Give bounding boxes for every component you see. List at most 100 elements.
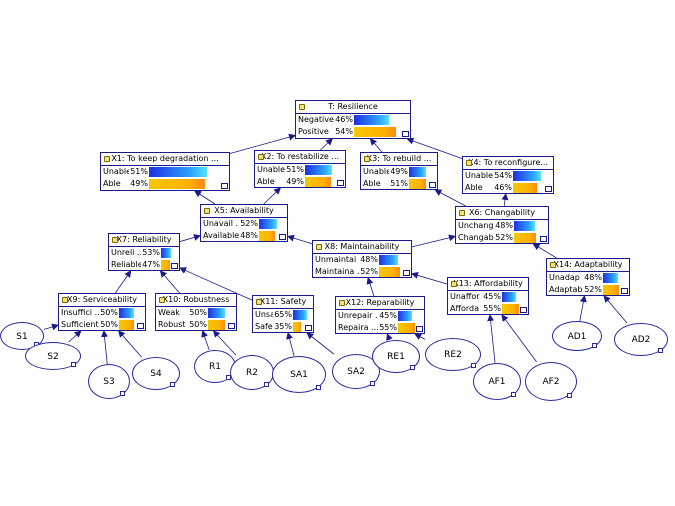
edge-x2-to-t <box>320 138 333 151</box>
state-probability-bar <box>502 292 516 302</box>
leaf-node-ad1[interactable]: AD1 <box>552 321 602 351</box>
leaf-node-label: S2 <box>47 352 59 362</box>
state-percent: 50% <box>100 320 118 329</box>
state-probability-bar <box>409 167 426 177</box>
state-label: Positive <box>298 128 329 136</box>
state-label: Able <box>103 180 121 188</box>
leaf-expand-icon[interactable] <box>170 382 175 387</box>
node-expand-icon[interactable] <box>429 182 436 188</box>
edge-x11-to-x7 <box>179 267 253 301</box>
node-status-icon <box>451 281 457 287</box>
state-label: Unable <box>363 168 389 176</box>
node-title: X10: Robustness <box>162 295 230 304</box>
leaf-node-af1[interactable]: AF1 <box>473 363 521 400</box>
state-probability-bar <box>409 179 426 189</box>
leaf-node-re1[interactable]: RE1 <box>372 340 420 373</box>
node-expand-icon[interactable] <box>221 183 228 189</box>
leaf-node-r2[interactable]: R2 <box>230 355 274 390</box>
leaf-node-sa1[interactable]: SA1 <box>272 356 326 393</box>
node-expand-icon[interactable] <box>621 288 628 294</box>
node-expand-icon[interactable] <box>171 263 178 269</box>
state-row: Unavail ...52% <box>201 218 287 230</box>
state-row: Unmaintai ...48% <box>313 254 411 266</box>
state-probability-bar <box>603 273 618 283</box>
state-label: Able <box>465 184 483 192</box>
edge-af1-to-x13 <box>487 314 496 364</box>
state-probability-bar <box>354 127 396 137</box>
node-expand-icon[interactable] <box>337 180 344 186</box>
leaf-node-label: AD1 <box>567 332 587 342</box>
node-title: X12: Reparability <box>345 298 415 307</box>
leaf-expand-icon[interactable] <box>471 363 476 368</box>
leaf-node-label: SA1 <box>290 370 308 380</box>
state-percent: 51% <box>130 167 148 176</box>
node-expand-icon[interactable] <box>540 236 547 242</box>
leaf-expand-icon[interactable] <box>316 385 321 390</box>
node-expand-icon[interactable] <box>416 326 423 332</box>
node-header: X10: Robustness <box>156 294 236 307</box>
edge-x10-to-x7 <box>159 270 180 294</box>
node-expand-icon[interactable] <box>402 131 409 137</box>
edge-x6-to-x4 <box>501 193 509 207</box>
leaf-expand-icon[interactable] <box>592 343 597 348</box>
leaf-expand-icon[interactable] <box>567 393 572 398</box>
leaf-expand-icon[interactable] <box>264 382 269 387</box>
state-probability-bar <box>379 267 400 277</box>
leaf-expand-icon[interactable] <box>511 392 516 397</box>
state-row: Maintaina ...52% <box>313 266 411 278</box>
leaf-expand-icon[interactable] <box>71 362 76 367</box>
node-expand-icon[interactable] <box>279 234 286 240</box>
node-expand-icon[interactable] <box>545 186 552 192</box>
leaf-expand-icon[interactable] <box>120 391 125 396</box>
state-label: Insuffici ... <box>61 309 99 317</box>
leaf-expand-icon[interactable] <box>410 365 415 370</box>
state-row: Insuffici ...50% <box>59 307 145 319</box>
state-probability-bar <box>259 231 275 241</box>
leaf-node-s3[interactable]: S3 <box>88 364 130 399</box>
leaf-expand-icon[interactable] <box>370 381 375 386</box>
node-status-icon <box>364 156 370 162</box>
node-expand-icon[interactable] <box>228 323 235 329</box>
node-expand-icon[interactable] <box>403 270 410 276</box>
node-title: X5: Availability <box>214 206 274 215</box>
leaf-node-s4[interactable]: S4 <box>132 357 180 390</box>
state-label: Unmaintai ... <box>315 256 359 264</box>
state-label: Unreli ... <box>111 249 141 257</box>
edge-x7-to-x5 <box>179 234 201 242</box>
edge-re1-to-x12 <box>386 333 393 341</box>
node-expand-icon[interactable] <box>305 325 312 331</box>
leaf-node-ad2[interactable]: AD2 <box>614 323 668 356</box>
node-status-icon <box>459 210 465 216</box>
edge-x8-to-x6 <box>411 234 456 248</box>
leaf-node-af2[interactable]: AF2 <box>525 362 577 401</box>
node-expand-icon[interactable] <box>137 323 144 329</box>
leaf-node-re2[interactable]: RE2 <box>425 338 481 371</box>
leaf-expand-icon[interactable] <box>658 348 663 353</box>
state-probability-bar <box>208 308 225 318</box>
state-row: Adaptable52% <box>547 284 629 296</box>
leaf-node-r1[interactable]: R1 <box>194 350 236 383</box>
state-label: Able <box>257 178 275 186</box>
node-expand-icon[interactable] <box>520 307 527 313</box>
leaf-node-s2[interactable]: S2 <box>25 342 81 370</box>
